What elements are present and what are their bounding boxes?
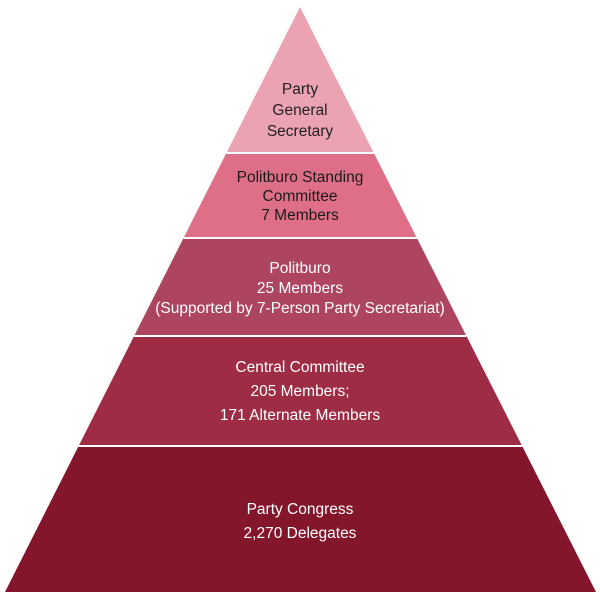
pyramid-layers	[5, 7, 596, 592]
layer-party-congress	[5, 446, 596, 592]
label-line: Secretary	[267, 123, 334, 140]
layer-politburo-standing-committee	[183, 153, 417, 238]
label-line: 171 Alternate Members	[220, 407, 381, 424]
label-line: 25 Members	[257, 280, 343, 297]
label-line: (Supported by 7-Person Party Secretariat…	[155, 300, 444, 317]
label-line: General	[272, 102, 327, 119]
label-line: 205 Members;	[250, 383, 349, 400]
label-line: Politburo Standing	[237, 169, 364, 186]
layer-politburo	[134, 238, 467, 336]
label-line: Central Committee	[235, 359, 364, 376]
label-line: 7 Members	[261, 207, 339, 224]
label-line: Party Congress	[247, 501, 354, 518]
label-line: 2,270 Delegates	[244, 525, 357, 542]
label-line: Politburo	[269, 260, 330, 277]
label-line: Committee	[263, 188, 338, 205]
layer-party-general-secretary	[226, 7, 374, 153]
label-line: Party	[282, 81, 318, 98]
layer-central-committee	[78, 336, 523, 446]
label-party-congress: Party Congress 2,270 Delegates	[244, 501, 357, 542]
label-central-committee: Central Committee 205 Members; 171 Alterna…	[220, 359, 381, 424]
label-politburo: Politburo 25 Members (Supported by 7-Perso…	[155, 260, 444, 317]
pyramid-dividers	[78, 152, 523, 447]
